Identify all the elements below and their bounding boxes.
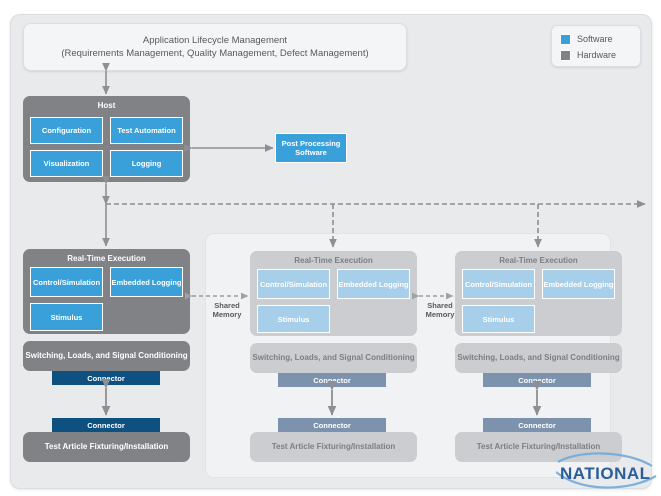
switching-loads-left: Switching, Loads, and Signal Conditionin… [23,341,190,371]
connector-label: Connector [87,373,125,383]
legend: Software Hardware [551,25,641,67]
square-swatch-icon [560,33,571,45]
connector-bottom-right: Connector [483,418,591,432]
host-block-label: Configuration [41,126,92,135]
shared-memory-label-1: Shared Memory [206,301,248,319]
rte-block-control-simulation-right: Control/Simulation [462,269,535,299]
host-block-test-automation: Test Automation [110,117,183,144]
shared-memory-line1: Shared [427,301,453,310]
connector-bottom-middle: Connector [278,418,386,432]
rte-block-label: Stimulus [277,314,310,324]
test-article-label: Test Article Fixturing/Installation [44,442,169,451]
rte-block-stimulus-middle: Stimulus [257,305,330,333]
connector-label: Connector [518,375,556,385]
host-title: Host [97,101,116,110]
rte-block-label: Embedded Logging [543,279,614,289]
rte-block-label: Stimulus [482,314,515,324]
legend-item-software: Software [560,31,640,47]
rte-title-middle: Real-Time Execution [294,256,373,265]
connector-label: Connector [313,420,351,430]
rte-block-label: Control/Simulation [32,277,101,287]
host-block-label: Visualization [43,159,90,168]
switching-loads-label: Switching, Loads, and Signal Conditionin… [25,351,188,360]
legend-label-software: Software [577,34,613,44]
connector-bottom-left: Connector [52,418,160,432]
square-swatch-icon [560,49,571,61]
post-processing-software-box: Post Processing Software [275,133,347,163]
test-article-label: Test Article Fixturing/Installation [476,442,601,451]
rte-block-stimulus-right: Stimulus [462,305,535,333]
switching-loads-right: Switching, Loads, and Signal Conditionin… [455,343,622,373]
connector-label: Connector [87,420,125,430]
rte-block-label: Control/Simulation [259,279,328,289]
rte-block-control-simulation-left: Control/Simulation [30,267,103,297]
rte-block-label: Embedded Logging [338,279,409,289]
shared-memory-line2: Memory [212,310,242,319]
host-block-label: Test Automation [117,126,176,135]
host-block-configuration: Configuration [30,117,103,144]
connector-top-right: Connector [483,373,591,387]
rte-block-label: Control/Simulation [464,279,533,289]
brand-wordmark: NATIONAL [560,464,651,483]
test-article-middle: Test Article Fixturing/Installation [250,432,417,462]
post-processing-label: Post Processing Software [281,139,341,157]
rte-block-embedded-logging-left: Embedded Logging [110,267,183,297]
national-instruments-logo: NATIONAL [556,452,661,496]
rte-title-left: Real-Time Execution [67,254,146,263]
shared-memory-label-2: Shared Memory [419,301,461,319]
test-article-right: Test Article Fixturing/Installation [455,432,622,462]
alm-title-line1: Application Lifecycle Management [142,35,288,46]
rte-block-label: Embedded Logging [111,277,182,287]
rte-title-right: Real-Time Execution [499,256,578,265]
connector-top-middle: Connector [278,373,386,387]
rte-block-label: Stimulus [50,312,83,322]
legend-label-hardware: Hardware [577,50,617,60]
test-article-label: Test Article Fixturing/Installation [271,442,396,451]
shared-memory-line2: Memory [425,310,455,319]
connector-label: Connector [518,420,556,430]
rte-block-stimulus-left: Stimulus [30,303,103,331]
host-block-visualization: Visualization [30,150,103,177]
shared-memory-line1: Shared [214,301,240,310]
test-article-left: Test Article Fixturing/Installation [23,432,190,462]
rte-block-embedded-logging-right: Embedded Logging [542,269,615,299]
switching-loads-middle: Switching, Loads, and Signal Conditionin… [250,343,417,373]
switching-loads-label: Switching, Loads, and Signal Conditionin… [457,353,620,362]
legend-item-hardware: Hardware [560,47,640,63]
connector-top-left: Connector [52,371,160,385]
host-block-label: Logging [131,159,162,168]
host-block-logging: Logging [110,150,183,177]
rte-block-embedded-logging-middle: Embedded Logging [337,269,410,299]
alm-title-line2: (Requirements Management, Quality Manage… [61,48,369,59]
switching-loads-label: Switching, Loads, and Signal Conditionin… [252,353,415,362]
application-lifecycle-management-box: Application Lifecycle Management (Requir… [23,23,407,71]
connector-label: Connector [313,375,351,385]
rte-block-control-simulation-middle: Control/Simulation [257,269,330,299]
